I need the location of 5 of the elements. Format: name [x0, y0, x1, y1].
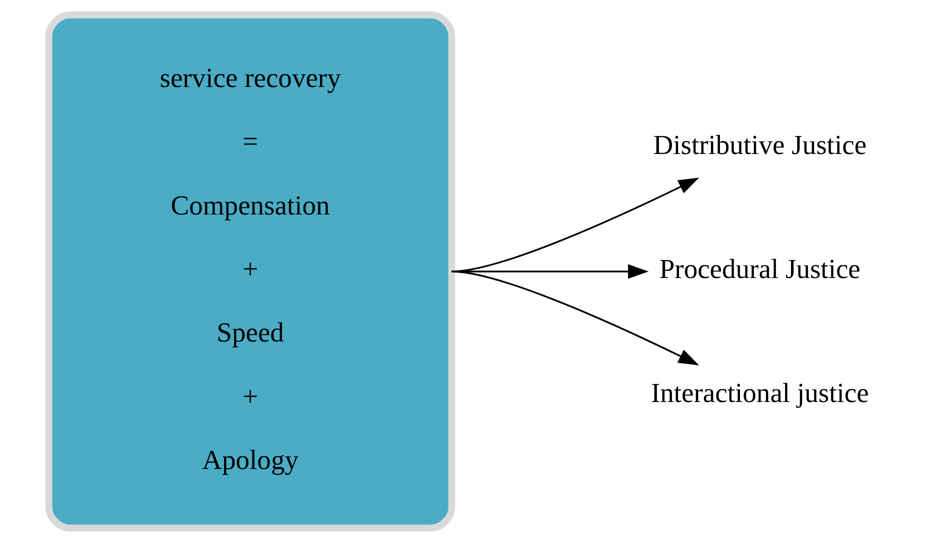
- node-text: Interactional justice: [650, 376, 869, 408]
- node-text: Procedural Justice: [659, 253, 860, 284]
- node-box: service recovery = Compensation + Speed + Apology: [45, 12, 456, 532]
- arrow: [452, 270, 700, 366]
- node-text: Distributive Justice: [653, 129, 867, 160]
